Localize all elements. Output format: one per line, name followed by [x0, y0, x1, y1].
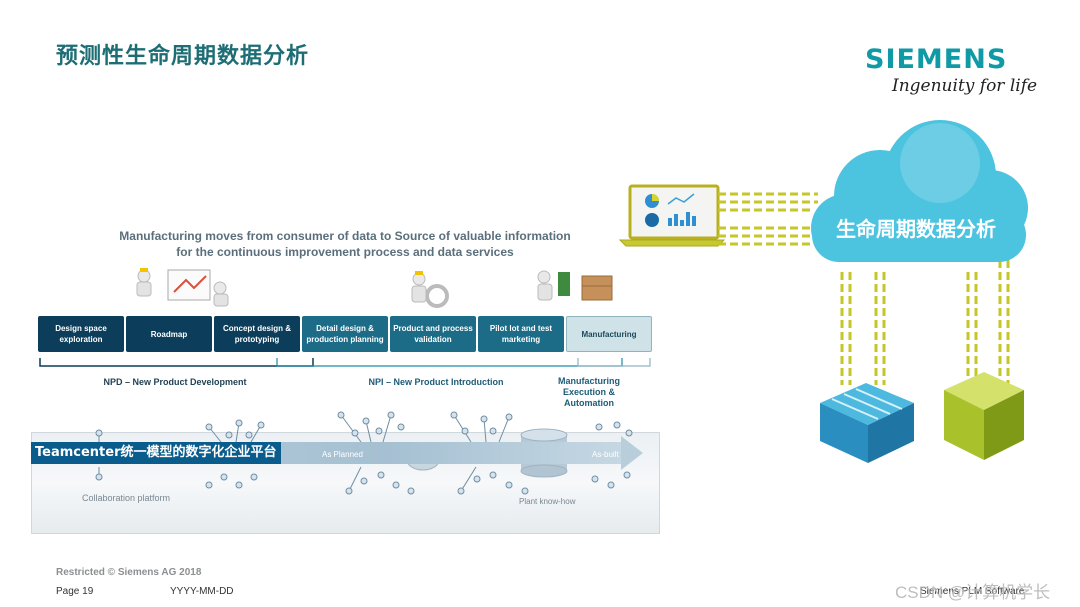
diagram-heading-line2: for the continuous improvement process a… [176, 245, 514, 259]
as-planned-label: As Planned [322, 450, 363, 459]
mechanic-figure-icon [411, 271, 449, 308]
phase-concept-design: Concept design & prototyping [214, 316, 300, 352]
plant-know-how-label: Plant know-how [519, 497, 576, 506]
as-built-label: As-built [592, 450, 619, 459]
phase-design-space-exploration: Design space exploration [38, 316, 124, 352]
restricted-notice: Restricted © Siemens AG 2018 [56, 567, 202, 578]
logo-tagline: Ingenuity for life [892, 76, 1038, 96]
diagram-heading-line1: Manufacturing moves from consumer of dat… [119, 229, 571, 243]
cloud-label: 生命周期数据分析 [836, 217, 996, 241]
green-cube-icon [944, 372, 1024, 460]
phase-pilot-lot: Pilot lot and test marketing [478, 316, 564, 352]
phase-roadmap: Roadmap [126, 316, 212, 352]
npd-label: NPD – New Product Development [103, 377, 247, 387]
factory-cube-icon [820, 383, 914, 463]
laptop-analytics-icon [618, 184, 726, 247]
company-name: Siemens PLM Software [920, 586, 1025, 597]
teamcenter-platform-label: Teamcenter统一模型的数字化企业平台 [31, 442, 281, 464]
slide-title: 预测性生命周期数据分析 [56, 44, 310, 69]
npi-label: NPI – New Product Introduction [368, 377, 504, 387]
date-placeholder: YYYY-MM-DD [170, 586, 234, 597]
phase-detail-design: Detail design & production planning [302, 316, 388, 352]
factory-figures-icon [537, 270, 613, 301]
engineer-figure-icon [136, 268, 229, 307]
phase-product-validation: Product and process validation [390, 316, 476, 352]
group-brackets [39, 358, 651, 367]
collaboration-platform-label: Collaboration platform [82, 493, 171, 503]
cloud-icon [811, 120, 1028, 262]
siemens-logo: SIEMENS [865, 44, 1008, 75]
page-number: Page 19 [56, 586, 94, 597]
mfg-label: Manufacturing Execution & Automation [558, 376, 620, 408]
phase-manufacturing: Manufacturing [566, 316, 652, 352]
lifecycle-arrow-head [621, 436, 643, 470]
watermark: CSDN @计算机学长 [895, 583, 1051, 602]
data-streams [718, 192, 1010, 385]
